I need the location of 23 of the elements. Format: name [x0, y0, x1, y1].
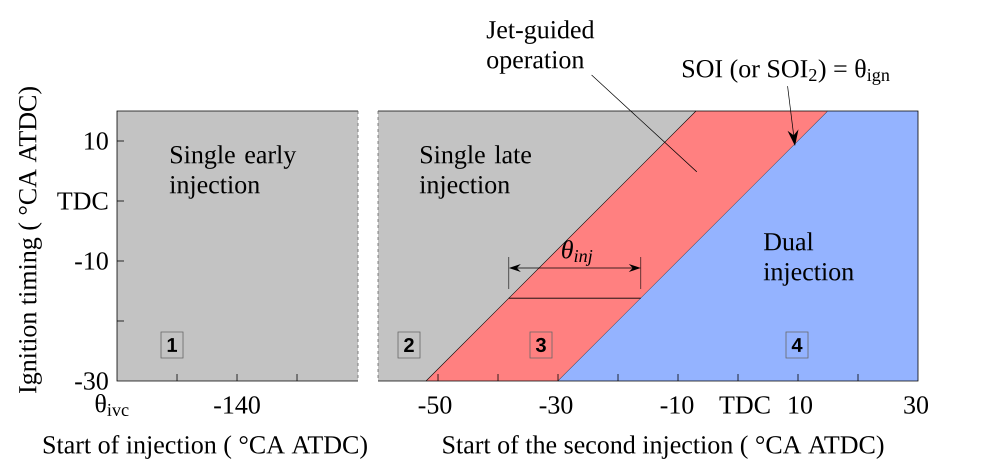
- annotation-text: Jet-guided operation: [486, 20, 594, 74]
- tick-label: -50: [418, 396, 452, 414]
- tick-label: -140: [214, 396, 260, 414]
- number-box: 4: [786, 332, 808, 358]
- number-box: 3: [530, 332, 552, 358]
- tick-label: -30: [75, 372, 108, 390]
- tick-label: 30: [904, 396, 928, 414]
- axis-title: Start of injection ( °CA ATDC): [44, 435, 367, 459]
- axis-title: Start of the second injection ( °CA ATDC): [443, 435, 884, 459]
- leader-line: [591, 74, 698, 172]
- tick-label: -10: [75, 252, 108, 270]
- tick-label: θ$_{ivc}$: [96, 394, 129, 416]
- number-box: 2: [398, 332, 420, 358]
- number-box: 1: [160, 332, 184, 358]
- axis-title: Ignition timing ( °CA ATDC): [18, 87, 42, 394]
- dimension-label: θ$_{inj}$: [562, 240, 592, 266]
- tick-label: 10: [789, 396, 812, 414]
- tick-label: -30: [540, 396, 572, 414]
- annotation-text: SOI (or SOI$_{2}$) = θ$_{ign}$: [682, 59, 890, 85]
- tick-label: 10: [85, 132, 108, 150]
- tick-label: -10: [660, 396, 694, 414]
- tick-label: TDC: [719, 396, 770, 414]
- tick-label: TDC: [57, 192, 108, 210]
